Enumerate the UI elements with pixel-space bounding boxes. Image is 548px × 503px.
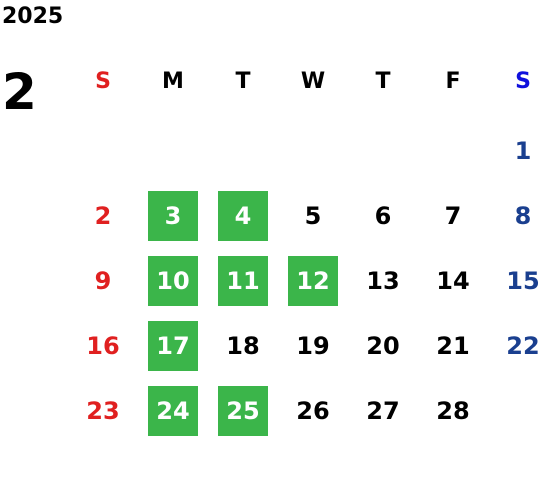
day-number: 5	[304, 202, 322, 230]
day-number: 16	[86, 332, 120, 360]
day-cell[interactable]: 8	[488, 191, 548, 241]
day-cell[interactable]: 2	[68, 191, 138, 241]
day-number: 10	[148, 256, 198, 306]
day-number: 19	[296, 332, 330, 360]
week-row: 9 10 11 12 13 14 15	[68, 256, 548, 306]
day-cell[interactable]: 21	[418, 321, 488, 371]
day-cell[interactable]: 27	[348, 386, 418, 436]
day-cell[interactable]: 6	[348, 191, 418, 241]
day-cell[interactable]: 15	[488, 256, 548, 306]
day-cell-highlighted[interactable]: 24	[138, 386, 208, 436]
day-number: 17	[148, 321, 198, 371]
day-number: 13	[366, 267, 400, 295]
day-number: 2	[94, 202, 112, 230]
day-cell[interactable]: 5	[278, 191, 348, 241]
week-row: 23 24 25 26 27 28	[68, 386, 548, 436]
month-label: 2	[2, 63, 37, 121]
day-number: 15	[506, 267, 540, 295]
week-row: 1	[68, 126, 548, 176]
weekday-header-friday: F	[445, 68, 461, 94]
week-row: 16 17 18 19 20 21 22	[68, 321, 548, 371]
weekday-header-thursday: T	[375, 68, 391, 94]
weekday-header-wednesday: W	[300, 68, 326, 94]
day-number: 23	[86, 397, 120, 425]
day-cell-highlighted[interactable]: 12	[278, 256, 348, 306]
weekday-header-row: S M T W T F S	[68, 56, 548, 106]
day-number: 14	[436, 267, 470, 295]
day-number: 12	[288, 256, 338, 306]
day-cell[interactable]: 14	[418, 256, 488, 306]
day-number: 21	[436, 332, 470, 360]
day-cell-highlighted[interactable]: 25	[208, 386, 278, 436]
day-cell-highlighted[interactable]: 4	[208, 191, 278, 241]
day-cell[interactable]: 1	[488, 126, 548, 176]
day-cell[interactable]: 26	[278, 386, 348, 436]
day-cell-highlighted[interactable]: 17	[138, 321, 208, 371]
day-number: 20	[366, 332, 400, 360]
day-cell[interactable]: 20	[348, 321, 418, 371]
day-number: 25	[218, 386, 268, 436]
day-number: 28	[436, 397, 470, 425]
day-number: 18	[226, 332, 260, 360]
day-cell[interactable]: 16	[68, 321, 138, 371]
day-number: 3	[148, 191, 198, 241]
day-cell[interactable]: 9	[68, 256, 138, 306]
day-cell[interactable]: 23	[68, 386, 138, 436]
day-number: 4	[218, 191, 268, 241]
day-cell-highlighted[interactable]: 11	[208, 256, 278, 306]
day-number: 6	[374, 202, 392, 230]
day-cell[interactable]: 28	[418, 386, 488, 436]
weekday-header-saturday: S	[515, 68, 531, 94]
day-number: 27	[366, 397, 400, 425]
day-number: 11	[218, 256, 268, 306]
day-cell-highlighted[interactable]: 3	[138, 191, 208, 241]
weekday-header-tuesday: T	[235, 68, 251, 94]
day-number: 8	[514, 202, 532, 230]
weekday-header-sunday: S	[95, 68, 111, 94]
day-number: 24	[148, 386, 198, 436]
day-cell[interactable]: 13	[348, 256, 418, 306]
day-cell[interactable]: 22	[488, 321, 548, 371]
day-cell[interactable]: 18	[208, 321, 278, 371]
day-number: 26	[296, 397, 330, 425]
day-number: 22	[506, 332, 540, 360]
day-number: 7	[444, 202, 462, 230]
year-label: 2025	[2, 4, 64, 29]
day-cell[interactable]: 19	[278, 321, 348, 371]
weekday-header-monday: M	[162, 68, 184, 94]
day-cell-highlighted[interactable]: 10	[138, 256, 208, 306]
day-number: 9	[94, 267, 112, 295]
day-number: 1	[514, 137, 532, 165]
day-cell[interactable]: 7	[418, 191, 488, 241]
